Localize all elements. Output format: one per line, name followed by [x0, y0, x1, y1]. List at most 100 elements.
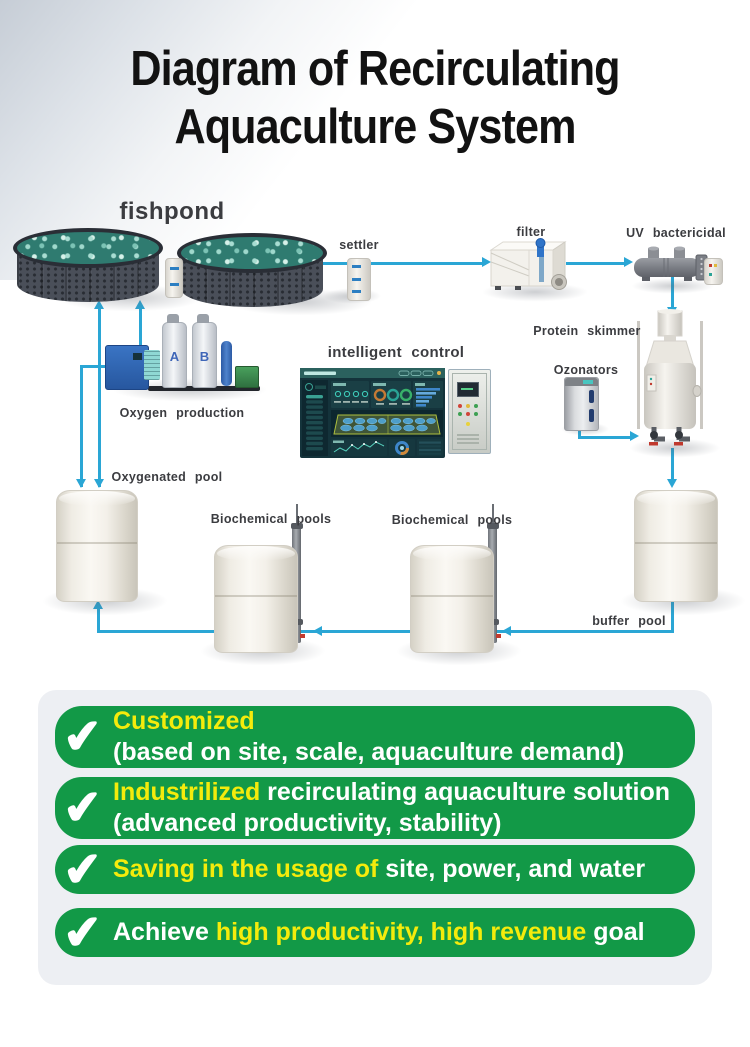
- indicator-light: [458, 404, 462, 408]
- label-biochemical-pools-2: Biochemical pools: [391, 513, 513, 527]
- ozonator-screen: [583, 380, 593, 384]
- pipe-segment: [578, 436, 632, 439]
- pipe-segment: [139, 305, 142, 368]
- flow-arrow-down: [76, 479, 86, 491]
- pump-unit: [165, 258, 183, 298]
- shadow: [630, 278, 716, 294]
- pipe-segment: [97, 606, 100, 632]
- pipe-rod: [492, 504, 494, 526]
- benefit-line1: Saving in the usage of site, power, and …: [113, 854, 675, 885]
- flow-arrow-right: [624, 256, 636, 267]
- tank-water-surface: [13, 228, 163, 268]
- cabinet-door: [452, 373, 487, 450]
- buffer-pool-tank: [634, 490, 718, 602]
- benefit-highlight: Customized: [113, 707, 255, 735]
- pipe-segment: [566, 262, 626, 265]
- indicator-light: [709, 273, 712, 276]
- device-stripe: [352, 265, 361, 268]
- cabinet-vent: [457, 434, 479, 436]
- label-uv-bactericidal: UV bactericidal: [626, 226, 726, 240]
- oxygen-tower-a: A: [162, 314, 187, 388]
- pipe-segment: [671, 276, 674, 309]
- indicator-light: [466, 412, 470, 416]
- control-dashboard-screen: [300, 368, 445, 458]
- air-compressor: [105, 345, 160, 390]
- cabinet-vent: [457, 438, 479, 440]
- tower-letter-a: A: [169, 349, 180, 364]
- label-ozonators: Ozonators: [553, 363, 619, 377]
- indicator-light: [458, 412, 462, 416]
- flow-arrow-right: [482, 256, 494, 267]
- pipe-joint: [290, 523, 303, 529]
- checkmark-icon: ✔: [61, 903, 105, 960]
- label-biochemical-pools-1: Biochemical pools: [210, 512, 332, 526]
- pipe-segment: [671, 598, 674, 633]
- checkmark-icon: ✔: [61, 840, 105, 897]
- flow-arrow-up: [135, 297, 145, 309]
- benefit-text: recirculating aquaculture solution: [260, 778, 671, 806]
- electrical-cabinet: [448, 369, 491, 454]
- biochemical-pool-1-tank: [214, 545, 298, 653]
- pipe-segment: [80, 365, 83, 487]
- flow-arrow-right: [630, 431, 642, 441]
- pipe-joint: [486, 523, 499, 529]
- tower-letter-b: B: [199, 349, 210, 364]
- benefit-line1: Achieve high productivity, high revenue …: [113, 917, 675, 948]
- ozonator-device: [564, 377, 599, 431]
- fishpond-tank-1: [13, 228, 163, 302]
- page-title: Diagram of Recirculating Aquaculture Sys…: [45, 40, 705, 156]
- indicator-light: [466, 404, 470, 408]
- compressor-panel: [144, 350, 160, 380]
- label-intelligent-control: intelligent control: [327, 344, 465, 361]
- ozonator-top-panel: [565, 378, 598, 386]
- machine-base-frame: [148, 386, 260, 391]
- benefit-text: site, power, and water: [378, 855, 646, 883]
- benefit-highlight: high productivity, high revenue: [215, 918, 587, 946]
- flow-arrow-down: [94, 479, 104, 491]
- tower-cap: [197, 314, 209, 323]
- checkmark-icon: ✔: [61, 708, 105, 764]
- label-oxygen-production: Oxygen production: [119, 406, 245, 420]
- ozonator-vent: [589, 409, 594, 422]
- fishpond-tank-2: [177, 233, 327, 307]
- benefit-text: goal: [586, 918, 645, 946]
- settler-device: [347, 258, 371, 301]
- emergency-button: [466, 422, 470, 426]
- page-title-line2: Aquaculture System: [174, 100, 576, 154]
- benefit-line2: (based on site, scale, aquaculture deman…: [113, 738, 625, 766]
- device-stripe: [170, 267, 179, 270]
- indicator-light: [474, 412, 478, 416]
- flow-arrow-left: [499, 626, 511, 636]
- benefit-line2: (advanced productivity, stability): [113, 809, 502, 837]
- pipe-segment: [320, 262, 486, 265]
- oxygenated-pool-tank: [56, 490, 138, 602]
- indicator-light: [714, 264, 717, 267]
- pipe-rod: [296, 504, 298, 526]
- tower-cap: [167, 314, 179, 323]
- flow-arrow-left: [310, 626, 322, 636]
- compressor-screen: [133, 353, 142, 360]
- pipe-segment: [578, 427, 581, 439]
- cabinet-vent: [457, 442, 479, 444]
- benefit-banner-2: ✔ Industrilized recirculating aquacultur…: [55, 777, 695, 839]
- pipe-segment: [97, 630, 674, 633]
- benefit-line1: Customized: [113, 706, 675, 737]
- benefit-banner-1: ✔ Customized (based on site, scale, aqua…: [55, 706, 695, 768]
- benefit-line1: Industrilized recirculating aquaculture …: [113, 777, 675, 808]
- label-fishpond: fishpond: [119, 198, 225, 225]
- pipe-segment: [671, 448, 674, 481]
- filter-device: [489, 238, 567, 290]
- ozonator-vent: [589, 390, 594, 403]
- booster-pump: [235, 366, 259, 388]
- label-settler: settler: [339, 238, 379, 252]
- oxygen-tower-b: B: [192, 314, 217, 388]
- tank-water-surface: [177, 233, 327, 273]
- device-stripe: [170, 283, 179, 286]
- flow-arrow-down: [667, 479, 677, 491]
- protein-skimmer-device: [637, 309, 703, 446]
- label-oxygenated-pool: Oxygenated pool: [111, 470, 223, 484]
- indicator-light: [474, 404, 478, 408]
- benefit-highlight: Saving in the usage of: [113, 855, 379, 883]
- pipe-segment: [98, 305, 101, 487]
